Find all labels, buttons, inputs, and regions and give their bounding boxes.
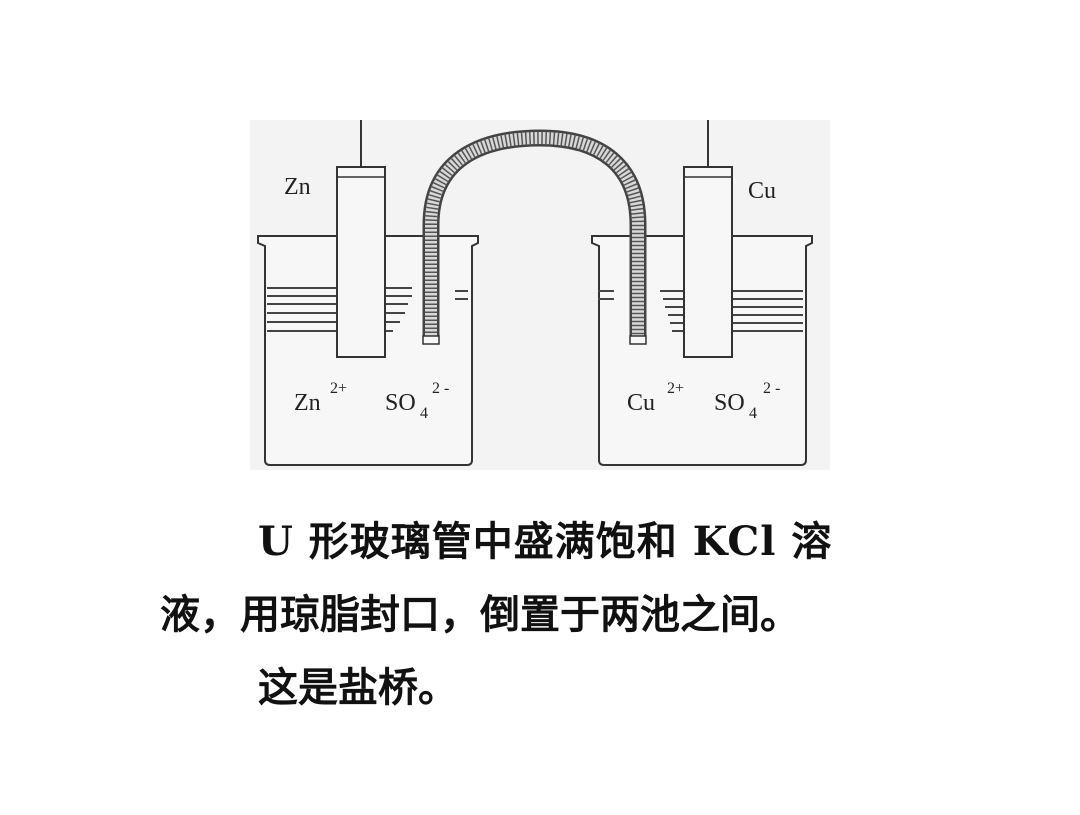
left-agar-plug <box>422 335 440 345</box>
svg-text:4: 4 <box>420 405 428 422</box>
svg-text:Zn: Zn <box>294 390 321 416</box>
svg-text:2+: 2+ <box>330 380 347 397</box>
svg-text:2+: 2+ <box>667 380 684 397</box>
left-ion-zn: Zn 2+ <box>294 380 347 416</box>
svg-text:2 -: 2 - <box>763 380 780 397</box>
caption: U 形玻璃管中盛满饱和 KCl 溶 液，用琼脂封口，倒置于两池之间。 这是盐桥。 <box>150 505 950 724</box>
left-ion-so4: SO 4 2 - <box>385 380 449 422</box>
caption-line-1: U 形玻璃管中盛满饱和 KCl 溶 <box>258 518 833 565</box>
label-cu: Cu <box>748 178 776 204</box>
svg-text:4: 4 <box>749 405 757 422</box>
right-ion-cu: Cu 2+ <box>627 380 684 416</box>
svg-text:SO: SO <box>714 390 745 416</box>
copper-electrode <box>683 120 733 358</box>
right-agar-plug <box>629 335 647 345</box>
svg-text:Cu: Cu <box>627 390 655 416</box>
svg-text:SO: SO <box>385 390 416 416</box>
svg-text:2 -: 2 - <box>432 380 449 397</box>
caption-line-2: 液，用琼脂封口，倒置于两池之间。 <box>160 591 800 638</box>
right-ion-so4: SO 4 2 - <box>714 380 780 422</box>
zinc-electrode <box>336 120 386 358</box>
caption-line-3: 这是盐桥。 <box>258 664 458 711</box>
label-zn: Zn <box>284 174 311 200</box>
salt-bridge <box>422 129 647 345</box>
